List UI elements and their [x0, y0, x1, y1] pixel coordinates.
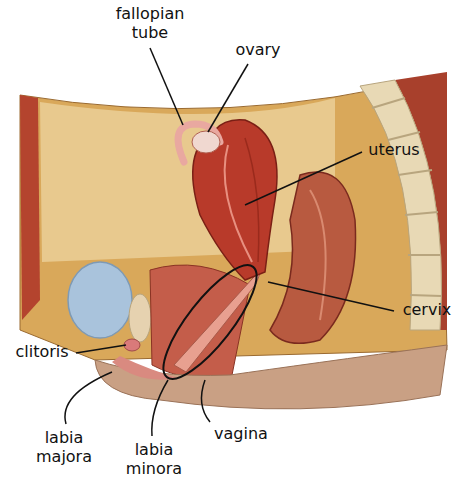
labia-shape — [112, 356, 178, 380]
part-label: clitoris — [4, 342, 80, 361]
vertebra-lines — [372, 98, 441, 296]
leader-line — [152, 380, 168, 436]
bladder — [68, 262, 132, 338]
vertebra-line — [405, 212, 438, 215]
leader-line — [208, 64, 248, 132]
rectum — [270, 172, 356, 343]
leader-line — [268, 282, 394, 311]
pelvic-wall — [40, 98, 335, 262]
abdominal-muscle — [20, 95, 40, 320]
uterus-shape — [193, 120, 277, 280]
tube-shape — [178, 124, 220, 162]
vertebra-line — [388, 132, 420, 140]
vertebra-line — [372, 98, 405, 108]
skin-base — [95, 345, 447, 409]
part-label: labia majora — [26, 428, 102, 466]
part-label: vagina — [206, 424, 276, 443]
leader-line — [150, 48, 183, 125]
part-label: ovary — [228, 40, 288, 59]
part-label: cervix — [396, 300, 458, 319]
vertebra-line — [398, 170, 432, 175]
pubic-bone — [129, 294, 151, 342]
leader-line — [201, 380, 210, 422]
vertebra-line — [410, 295, 441, 296]
vaginal-canal — [174, 268, 262, 372]
leader-line — [245, 152, 362, 205]
spine-bone — [360, 80, 442, 330]
leader-line — [76, 345, 126, 353]
rectum-highlight — [310, 190, 326, 320]
clitoris-shape — [124, 339, 140, 351]
ovary-shape — [192, 131, 220, 153]
highlight-ellipse — [150, 253, 271, 390]
vertebra-line — [408, 254, 440, 256]
part-label: labia minora — [116, 440, 192, 478]
leader-line — [65, 372, 112, 424]
leader-lines — [65, 48, 394, 436]
part-label: uterus — [362, 140, 426, 159]
part-label: fallopian tube — [100, 4, 200, 42]
